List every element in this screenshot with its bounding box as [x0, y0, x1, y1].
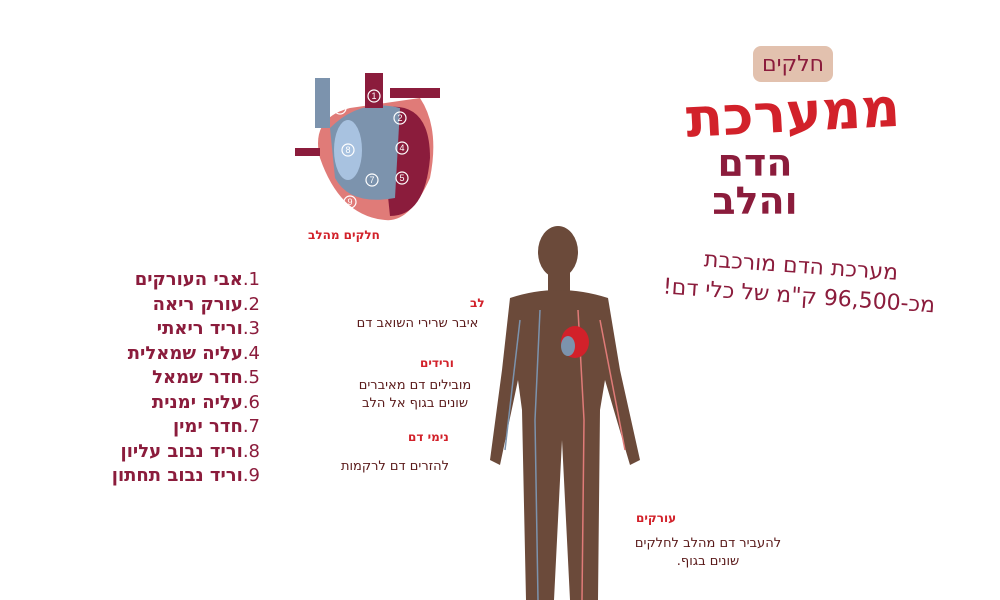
heart-num-1: 1 — [371, 91, 376, 101]
arteries-desc-line2: שונים בגוף. — [676, 554, 740, 569]
part-item: 1.אבי העורקים — [60, 268, 260, 293]
part-label: וריד ריאתי — [156, 318, 243, 339]
heart-num-5: 5 — [399, 173, 404, 183]
part-number: 3. — [242, 318, 260, 339]
arteries-desc: להעביר דם מהלב לחלקים שונים בגוף. — [618, 535, 798, 571]
arteries-desc-line1: להעביר דם מהלב לחלקים — [634, 536, 782, 551]
part-number: 9. — [242, 465, 260, 486]
part-label: אבי העורקים — [134, 269, 243, 290]
part-number: 5. — [242, 367, 260, 388]
parts-badge: חלקים — [753, 46, 833, 82]
title-line3: והלב — [712, 179, 798, 223]
title-line2: הדם — [717, 141, 793, 185]
veins-desc: מובילים דם מאיברים שונים בגוף אל הלב — [345, 377, 485, 413]
heart-num-7: 7 — [369, 175, 374, 185]
part-label: עליה ימנית — [151, 391, 243, 413]
part-item: 9.וריד נבוב תחתון — [60, 464, 260, 489]
arteries-label: עורקים — [636, 511, 677, 525]
heart-num-9: 9 — [347, 197, 352, 207]
heart-label: לב — [470, 296, 485, 310]
part-item: 8.וריד נבוב עליון — [60, 440, 260, 465]
part-number: 7. — [242, 416, 260, 437]
part-label: חדר שמאל — [152, 367, 243, 388]
part-item: 6.עליה ימנית — [60, 391, 260, 416]
heart-num-4: 4 — [399, 143, 404, 153]
part-label: וריד נבוב תחתון — [111, 465, 243, 486]
veins-desc-line2: שונים בגוף אל הלב — [361, 396, 469, 411]
heart-num-3: 3 — [305, 133, 310, 143]
title-line1: ממערכת — [684, 75, 902, 150]
part-number: 1. — [242, 269, 260, 290]
part-number: 4. — [242, 342, 260, 364]
part-number: 6. — [242, 391, 260, 413]
capillaries-label: נימי דם — [408, 430, 449, 444]
heart-caption: חלקים מהלב — [308, 228, 380, 242]
heart-num-8: 8 — [345, 145, 350, 155]
part-item: 3.וריד ריאתי — [60, 317, 260, 342]
part-label: וריד נבוב עליון — [120, 440, 243, 462]
part-number: 2. — [242, 293, 260, 315]
veins-label: ורידים — [420, 356, 454, 370]
part-label: עורק ריאה — [152, 293, 243, 315]
heart-num-2: 2 — [397, 113, 402, 123]
part-item: 4.עליה שמאלית — [60, 342, 260, 367]
heart-num-6: 6 — [337, 103, 342, 113]
part-label: עליה שמאלית — [127, 342, 243, 364]
title-rest: הדם והלב — [690, 144, 820, 220]
heart-illustration: 1 2 3 4 5 6 7 8 9 — [295, 73, 440, 221]
body-illustration — [490, 226, 640, 600]
part-item: 5.חדר שמאל — [60, 366, 260, 391]
heart-desc: איבר שרירי השואב דם — [356, 316, 479, 331]
part-number: 8. — [242, 440, 260, 462]
capillaries-desc: להזרים דם לרקמות — [340, 459, 450, 474]
part-item: 2.עורק ריאה — [60, 293, 260, 318]
part-label: חדר ימין — [172, 416, 243, 437]
part-item: 7.חדר ימין — [60, 415, 260, 440]
veins-desc-line1: מובילים דם מאיברים — [358, 378, 472, 393]
